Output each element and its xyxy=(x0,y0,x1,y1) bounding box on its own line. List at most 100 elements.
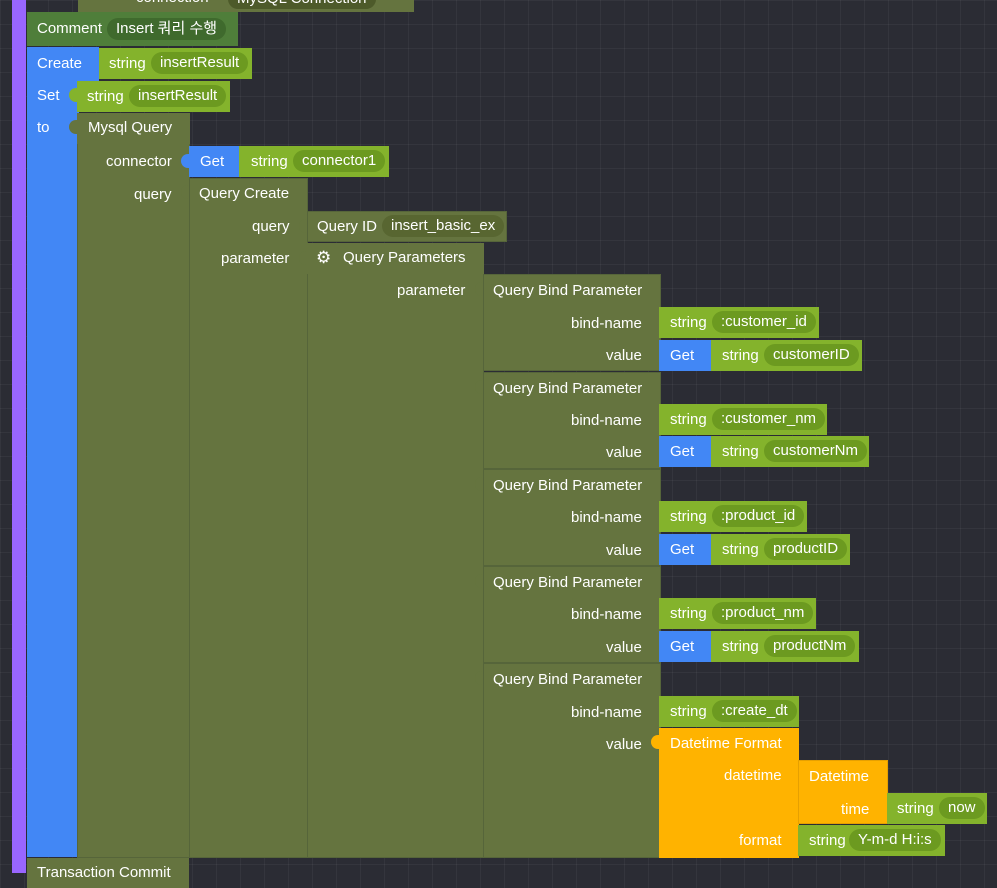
create-label-overlay: Create xyxy=(37,55,83,72)
create-variable-block[interactable]: string insertResult xyxy=(99,48,252,79)
value-label: value xyxy=(606,444,642,461)
datetime-block-label: Datetime xyxy=(809,768,870,785)
bind-name-field[interactable]: :customer_id xyxy=(712,311,816,333)
query-bind-parameter-block[interactable]: Query Bind Parameter bind-name value xyxy=(483,566,661,663)
qc-parameter-label: parameter xyxy=(221,250,290,267)
set-statement-block[interactable]: Create Set to xyxy=(27,47,82,857)
query-bind-parameter-block[interactable]: Query Bind Parameter bind-name value xyxy=(483,372,661,469)
query-parameters-header xyxy=(307,243,484,274)
format-value-field[interactable]: Y-m-d H:i:s xyxy=(849,829,941,851)
value-label: value xyxy=(606,347,642,364)
value-var-field[interactable]: customerNm xyxy=(764,440,868,462)
top-partial-block[interactable]: connection MySQL Connection xyxy=(78,0,414,12)
bind-param-notch xyxy=(475,477,483,491)
query-parameters-title: Query Parameters xyxy=(343,249,466,266)
value-get-label: Get xyxy=(670,638,695,655)
time-string-block[interactable]: string now xyxy=(887,793,987,824)
bind-param-notch xyxy=(475,574,483,588)
value-get-label: Get xyxy=(670,443,695,460)
bind-name-label: bind-name xyxy=(571,412,642,429)
query-create-block[interactable]: Query Create query parameter xyxy=(189,178,308,858)
transaction-commit-block[interactable]: Transaction Commit xyxy=(27,858,189,888)
to-label: to xyxy=(37,119,50,136)
connection-value: MySQL Connection xyxy=(228,0,376,9)
time-label: time xyxy=(841,801,870,818)
format-type: string xyxy=(809,832,846,849)
set-variable-block[interactable]: string insertResult xyxy=(77,81,230,112)
transaction-commit-label: Transaction Commit xyxy=(37,864,171,881)
bind-name-label: bind-name xyxy=(571,704,642,721)
bind-name-label: bind-name xyxy=(571,606,642,623)
value-label: value xyxy=(606,736,642,753)
value-type: string xyxy=(722,347,759,364)
query-parameters-block[interactable]: ⚙ Query Parameters parameter xyxy=(307,243,484,858)
value-var-field[interactable]: productID xyxy=(764,538,848,560)
value-get-block[interactable]: Get xyxy=(659,436,711,467)
query-id-block[interactable]: Query ID insert_basic_ex xyxy=(307,211,507,242)
datetime-label: datetime xyxy=(724,767,782,784)
query-id-label: Query ID xyxy=(317,218,378,235)
query-bind-parameter-block[interactable]: Query Bind Parameter bind-name value xyxy=(483,274,661,371)
create-type-label: string xyxy=(109,55,146,72)
value-type: string xyxy=(722,638,759,655)
bind-name-field[interactable]: :customer_nm xyxy=(712,408,826,430)
query-bind-parameter-block[interactable]: Query Bind Parameter bind-name value xyxy=(483,469,661,566)
qp-parameter-label: parameter xyxy=(397,282,466,299)
connector-notch xyxy=(181,154,189,168)
value-var-field[interactable]: productNm xyxy=(764,635,856,657)
comment-text-field[interactable]: Insert 쿼리 수행 xyxy=(107,18,227,40)
time-type: string xyxy=(897,800,934,817)
datetime-notch xyxy=(790,768,798,782)
mysql-query-block[interactable]: Mysql Query connector query xyxy=(77,113,190,858)
value-get-block[interactable]: Get xyxy=(659,631,711,662)
bind-param-title: Query Bind Parameter xyxy=(493,477,643,494)
bind-name-label: bind-name xyxy=(571,315,642,332)
set-label: Set xyxy=(37,87,60,104)
value-notch xyxy=(651,735,659,749)
value-get-block[interactable]: Get xyxy=(659,534,711,565)
bind-name-string-block[interactable]: string :customer_id xyxy=(659,307,819,338)
format-string-block[interactable]: string Y-m-d H:i:s xyxy=(798,825,945,856)
datetime-format-title: Datetime Format xyxy=(670,735,782,752)
comment-block[interactable]: Comment Insert 쿼리 수행 xyxy=(27,12,238,46)
connector-get-block[interactable]: Get xyxy=(189,146,239,177)
connection-label: connection xyxy=(136,0,209,7)
set-type-label: string xyxy=(87,88,124,105)
connector-label: connector xyxy=(106,153,172,170)
value-get-block[interactable]: Get xyxy=(659,340,711,371)
bind-name-field[interactable]: :product_id xyxy=(712,505,805,527)
bind-name-string-block[interactable]: string :product_nm xyxy=(659,598,816,629)
value-variable-block[interactable]: string productNm xyxy=(711,631,859,662)
create-block[interactable] xyxy=(27,47,99,81)
gear-icon[interactable]: ⚙ xyxy=(316,248,332,267)
datetime-block[interactable]: Datetime time xyxy=(798,760,888,824)
bind-name-type: string xyxy=(670,605,707,622)
create-name-field[interactable]: insertResult xyxy=(151,52,249,74)
datetime-format-header xyxy=(659,728,799,759)
value-variable-block[interactable]: string productID xyxy=(711,534,850,565)
value-label: value xyxy=(606,542,642,559)
value-variable-block[interactable]: string customerNm xyxy=(711,436,869,467)
set-name-field[interactable]: insertResult xyxy=(129,85,227,107)
bind-name-field[interactable]: :product_nm xyxy=(712,602,814,624)
bind-name-string-block[interactable]: string :product_id xyxy=(659,501,807,532)
query-label: query xyxy=(134,186,172,203)
bind-param-title: Query Bind Parameter xyxy=(493,671,643,688)
bind-param-notch xyxy=(475,671,483,685)
connector-value-field[interactable]: connector1 xyxy=(293,150,386,172)
value-label: value xyxy=(606,639,642,656)
bind-param-title: Query Bind Parameter xyxy=(493,282,643,299)
connector-variable-block[interactable]: string connector1 xyxy=(239,146,389,177)
query-bind-parameter-block[interactable]: Query Bind Parameter bind-name value xyxy=(483,663,661,858)
bind-name-string-block[interactable]: string :create_dt xyxy=(659,696,799,727)
query-id-field[interactable]: insert_basic_ex xyxy=(382,215,505,237)
to-input-notch xyxy=(69,120,77,134)
set-input-notch xyxy=(69,88,77,102)
bind-name-field[interactable]: :create_dt xyxy=(712,700,797,722)
bind-name-type: string xyxy=(670,411,707,428)
value-get-label: Get xyxy=(670,541,695,558)
bind-name-string-block[interactable]: string :customer_nm xyxy=(659,404,827,435)
time-value-field[interactable]: now xyxy=(939,797,985,819)
value-variable-block[interactable]: string customerID xyxy=(711,340,862,371)
value-var-field[interactable]: customerID xyxy=(764,344,859,366)
